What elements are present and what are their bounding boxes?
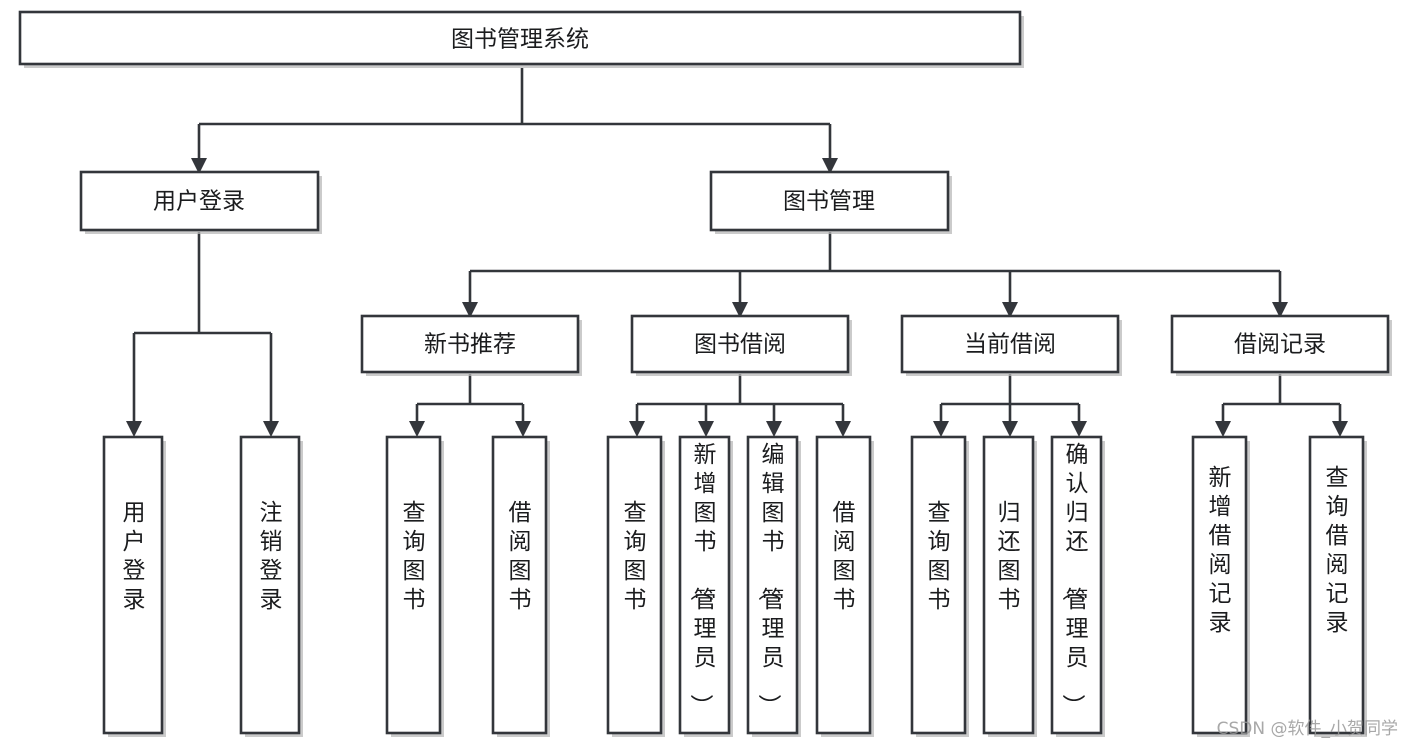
node-new-book-recommend[interactable]: 新书推荐 <box>360 314 582 376</box>
arrowhead-current-borrow <box>1002 302 1018 318</box>
node-root[interactable]: 图书管理系统 <box>18 10 1024 68</box>
arrowhead-book-borrow-leaf-1 <box>629 421 645 437</box>
node-current-borrow-rect <box>900 314 1120 374</box>
leaf-current-borrow-1-rect <box>910 435 967 735</box>
leaf-user-login-2-label: 注销登录 <box>260 500 283 613</box>
arrowhead-new-book-leaf-2 <box>515 421 531 437</box>
leaf-user-login-2[interactable]: 注销登录 <box>239 435 303 737</box>
arrowhead-borrow-record <box>1272 302 1288 318</box>
node-current-borrow-label: 当前借阅 <box>964 332 1056 358</box>
node-book-manage-rect <box>709 170 950 232</box>
leaf-current-borrow-3-label: 确认归还（管理员） <box>1060 442 1089 717</box>
arrowhead-borrow-record-leaf-1 <box>1215 421 1231 437</box>
leaf-book-borrow-2-rect <box>678 435 731 735</box>
arrowhead-book-borrow-leaf-4 <box>835 421 851 437</box>
node-new-book-recommend-rect <box>360 314 580 374</box>
node-current-borrow[interactable]: 当前借阅 <box>900 314 1122 376</box>
leaf-book-borrow-1-rect <box>606 435 663 735</box>
node-borrow-record-rect <box>1170 314 1390 374</box>
arrowhead-book-borrow-leaf-3 <box>766 421 782 437</box>
node-book-borrow-rect <box>630 314 850 374</box>
leaf-current-borrow-2[interactable]: 归还图书 <box>982 435 1037 737</box>
arrowhead-current-borrow-leaf-1 <box>933 421 949 437</box>
leaf-book-borrow-1[interactable]: 查询图书 <box>606 435 665 737</box>
node-book-manage[interactable]: 图书管理 <box>709 170 952 234</box>
leaf-current-borrow-2-label: 归还图书 <box>998 500 1021 613</box>
leaf-book-borrow-3-label: 编辑图书（管理员） <box>756 442 785 717</box>
leaf-book-borrow-3[interactable]: 编辑图书（管理员） <box>746 435 801 737</box>
leaf-new-book-2-rect <box>491 435 548 735</box>
leaf-borrow-record-1-label: 新增借阅记录 <box>1209 465 1232 636</box>
leaf-current-borrow-3-rect <box>1050 435 1103 735</box>
leaf-current-borrow-1-label: 查询图书 <box>928 500 951 613</box>
leaf-book-borrow-2-label: 新增图书（管理员） <box>688 442 717 717</box>
leaf-current-borrow-3[interactable]: 确认归还（管理员） <box>1050 435 1105 737</box>
leaf-user-login-1-label: 用户登录 <box>123 500 146 613</box>
arrowhead-book-borrow <box>732 302 748 318</box>
arrowhead-user-login-leaf-1 <box>126 421 142 437</box>
leaf-borrow-record-1-rect <box>1191 435 1248 735</box>
arrowhead-new-book <box>462 302 478 318</box>
node-user-login-rect <box>79 170 320 232</box>
arrowhead-new-book-leaf-1 <box>409 421 425 437</box>
node-book-borrow-label: 图书借阅 <box>694 332 786 358</box>
node-borrow-record-label: 借阅记录 <box>1234 332 1326 358</box>
node-user-login[interactable]: 用户登录 <box>79 170 322 234</box>
node-root-label: 图书管理系统 <box>451 27 589 53</box>
node-book-manage-label: 图书管理 <box>783 189 875 215</box>
arrowhead-book-manage <box>822 158 838 174</box>
leaf-book-borrow-2[interactable]: 新增图书（管理员） <box>678 435 733 737</box>
node-book-borrow[interactable]: 图书借阅 <box>630 314 852 376</box>
leaf-borrow-record-2-rect <box>1308 435 1365 735</box>
node-root-rect <box>18 10 1022 66</box>
leaf-borrow-record-1[interactable]: 新增借阅记录 <box>1191 435 1250 737</box>
arrowhead-book-borrow-leaf-2 <box>698 421 714 437</box>
arrowhead-borrow-record-leaf-2 <box>1332 421 1348 437</box>
leaf-book-borrow-4-rect <box>815 435 872 735</box>
arrowhead-user-login <box>191 158 207 174</box>
csdn-watermark: CSDN @软件_小贺同学 <box>1217 719 1398 739</box>
node-borrow-record[interactable]: 借阅记录 <box>1170 314 1392 376</box>
arrowhead-current-borrow-leaf-3 <box>1071 421 1087 437</box>
leaf-book-borrow-4[interactable]: 借阅图书 <box>815 435 874 737</box>
node-new-book-recommend-label: 新书推荐 <box>424 332 516 358</box>
node-user-login-label: 用户登录 <box>153 189 245 215</box>
leaf-new-book-2[interactable]: 借阅图书 <box>491 435 550 737</box>
leaf-user-login-1[interactable]: 用户登录 <box>102 435 166 737</box>
leaf-new-book-1-rect <box>385 435 442 735</box>
leaf-borrow-record-2-label: 查询借阅记录 <box>1326 465 1349 636</box>
arrowhead-current-borrow-leaf-2 <box>1002 421 1018 437</box>
leaf-book-borrow-3-rect <box>746 435 799 735</box>
leaf-new-book-1[interactable]: 查询图书 <box>385 435 444 737</box>
leaf-book-borrow-1-label: 查询图书 <box>624 500 647 613</box>
leaf-current-borrow-2-rect <box>982 435 1035 735</box>
connector-layer <box>126 68 1348 437</box>
leaf-new-book-2-label: 借阅图书 <box>509 500 532 613</box>
arrowhead-user-login-leaf-2 <box>263 421 279 437</box>
leaf-user-login-1-rect <box>102 435 164 735</box>
leaf-current-borrow-1[interactable]: 查询图书 <box>910 435 969 737</box>
leaf-new-book-1-label: 查询图书 <box>403 500 426 613</box>
leaf-user-login-2-rect <box>239 435 301 735</box>
leaf-book-borrow-4-label: 借阅图书 <box>833 500 856 613</box>
leaf-borrow-record-2[interactable]: 查询借阅记录 <box>1308 435 1367 737</box>
